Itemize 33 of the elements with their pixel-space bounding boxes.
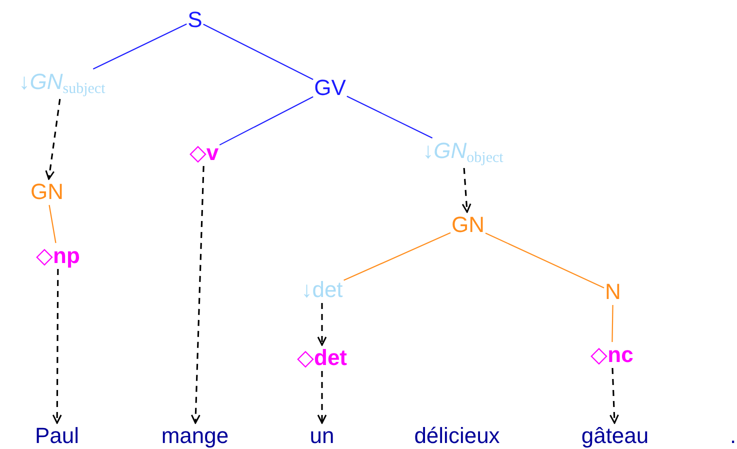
word-label: délicieux bbox=[413, 423, 501, 449]
word-label: . bbox=[728, 423, 737, 449]
category-label: GN bbox=[450, 212, 486, 238]
tree-branch bbox=[203, 24, 314, 80]
tree-branch bbox=[219, 96, 314, 146]
category-label: S bbox=[186, 7, 204, 33]
word-label: gâteau bbox=[580, 423, 650, 449]
anchor-node-label: ◇nc bbox=[590, 342, 634, 368]
dashed-arrow bbox=[609, 368, 619, 424]
category-label: GN bbox=[30, 179, 64, 205]
substitution-node-label: ↓det bbox=[300, 277, 344, 303]
word-label: Paul bbox=[34, 423, 80, 449]
word-label: un bbox=[308, 423, 336, 449]
substitution-node-label: ↓GN$_{subject}$ bbox=[18, 69, 106, 99]
anchor-node-label: ◇v bbox=[188, 140, 220, 166]
tree-branch bbox=[344, 232, 451, 281]
dashed-arrow bbox=[317, 371, 327, 424]
category-label: GV bbox=[313, 75, 347, 101]
dashed-arrow bbox=[462, 168, 472, 213]
dashed-arrow bbox=[190, 166, 204, 424]
word-label: mange bbox=[160, 423, 230, 449]
tree-branch bbox=[485, 232, 604, 288]
tree-branch bbox=[92, 24, 187, 70]
anchor-node-label: ◇np bbox=[35, 243, 81, 269]
tree-branch bbox=[612, 305, 614, 342]
tree-branch bbox=[48, 204, 56, 244]
category-label: N bbox=[604, 279, 622, 305]
dashed-arrow bbox=[52, 269, 62, 424]
dashed-arrow bbox=[45, 98, 61, 180]
anchor-node-label: ◇det bbox=[296, 345, 348, 371]
dashed-arrow bbox=[317, 303, 327, 346]
tree-branch bbox=[346, 96, 433, 138]
substitution-node-label: ↓GN$_{object}$ bbox=[422, 138, 504, 168]
